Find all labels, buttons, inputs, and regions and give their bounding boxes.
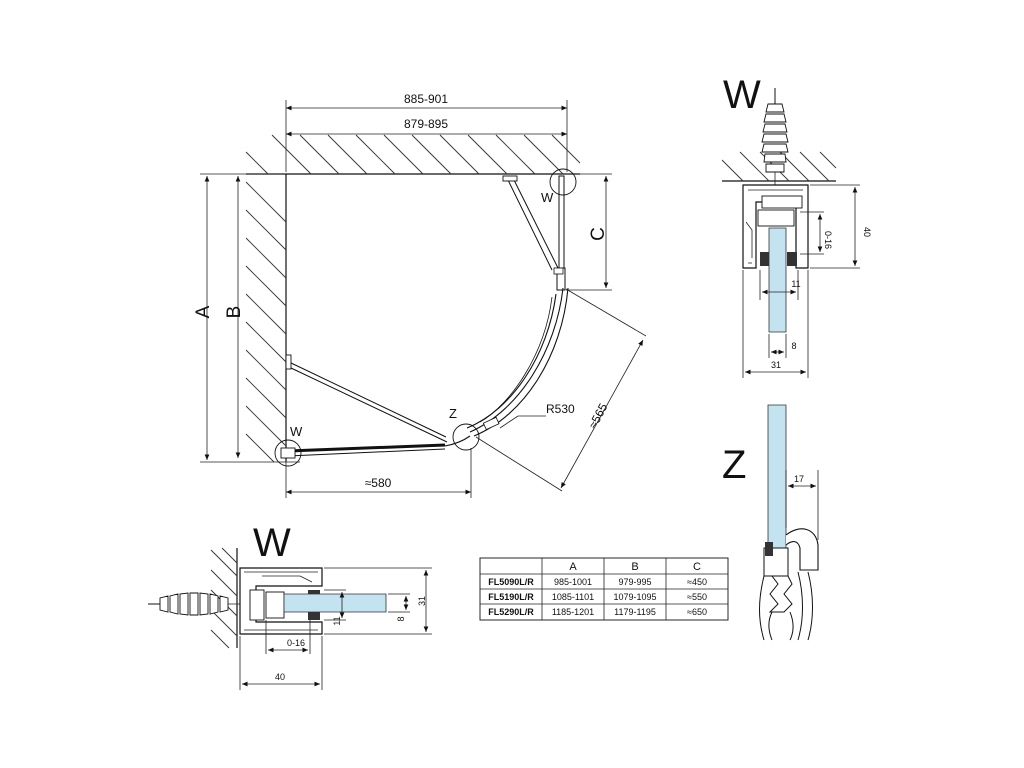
dimension-top-outer: 885-901 — [285, 92, 568, 172]
dimension-a: A — [193, 173, 300, 463]
table-row-model: FL5290L/R — [488, 607, 534, 617]
dim-40-bottom: 40 — [275, 672, 285, 682]
table-cell: ≈450 — [687, 577, 707, 587]
door-profile-z — [759, 528, 819, 641]
dim-8: 8 — [791, 341, 796, 351]
support-bars — [285, 175, 559, 443]
dim-range: 0-16 — [823, 231, 833, 249]
label-a: A — [193, 305, 214, 318]
table-cell: 985-1001 — [554, 577, 592, 587]
detail-circle-w-top — [549, 168, 577, 196]
table-cell: 1179-1195 — [614, 607, 656, 617]
top-wall-hatching — [245, 134, 581, 175]
table-cell: 1085-1101 — [552, 592, 594, 602]
dim-range-bottom: 0-16 — [287, 638, 305, 648]
label-w-top: W — [541, 190, 554, 205]
dim-17: 17 — [794, 474, 804, 484]
table-header-a: A — [569, 561, 577, 573]
dimension-b: B — [224, 176, 245, 458]
left-wall-hatching — [245, 174, 287, 463]
label-z: Z — [449, 406, 457, 421]
detail-w-top-dims: 40 0-16 11 8 31 — [742, 184, 872, 378]
dim-11-bottom: 11 — [332, 616, 342, 625]
table-cell: ≈550 — [687, 592, 707, 602]
dim-31: 31 — [771, 360, 781, 370]
table-row-model: FL5190L/R — [488, 592, 534, 602]
detail-z-dims: 17 — [785, 470, 819, 540]
radius-callout: R530 — [499, 402, 575, 429]
wall-profile — [742, 184, 809, 269]
table-cell: ≈650 — [687, 607, 707, 617]
dim-11: 11 — [791, 279, 800, 289]
dimension-c: C — [566, 173, 612, 291]
detail-z: Z 17 — [722, 404, 819, 641]
dim-top-inner-label: 879-895 — [404, 117, 448, 131]
detail-z-title: Z — [722, 443, 746, 487]
dim-31-bottom: 31 — [417, 596, 427, 606]
glass-panel-bottom — [283, 593, 387, 613]
label-w-bottom: W — [290, 424, 303, 439]
table-row-model: FL5090L/R — [488, 577, 534, 587]
detail-w-bottom-title: W — [253, 521, 291, 565]
radius-label: R530 — [546, 402, 575, 416]
glass-panel-z — [767, 404, 787, 561]
label-b: B — [224, 306, 245, 319]
detail-circle-z — [452, 423, 480, 451]
detail-circle-w-bottom — [274, 439, 302, 467]
main-plan-view: 885-901 879-895 A B C — [193, 92, 647, 498]
detail-w-bottom: W — [148, 521, 432, 690]
table-cell: 1079-1095 — [613, 592, 656, 602]
wall-dowel — [761, 88, 789, 200]
dim-top-outer-label: 885-901 — [404, 92, 448, 106]
dimension-table: A B C FL5090L/R 985-1001 979-995 ≈450 FL… — [479, 557, 729, 621]
dim-40: 40 — [862, 227, 872, 237]
detail-w-top-title: W — [723, 73, 761, 117]
curved-doors — [444, 267, 569, 447]
dimension-diagonal: ≈565 — [475, 288, 647, 492]
glass-panel — [768, 227, 787, 333]
dim-8-bottom: 8 — [396, 616, 406, 621]
table-header-c: C — [693, 561, 701, 573]
detail-w-bottom-dims: 31 8 11 0-16 40 — [239, 567, 432, 690]
dimension-bottom: ≈580 — [285, 448, 472, 498]
table-cell: 1185-1201 — [552, 607, 594, 617]
left-fixed-panel — [287, 443, 446, 457]
label-c: C — [588, 227, 609, 241]
table-cell: 979-995 — [618, 577, 651, 587]
bottom-label: ≈580 — [365, 476, 392, 490]
dimension-top-inner: 879-895 — [286, 117, 567, 137]
detail-w-top: W — [721, 73, 872, 378]
table-header-b: B — [631, 561, 638, 573]
